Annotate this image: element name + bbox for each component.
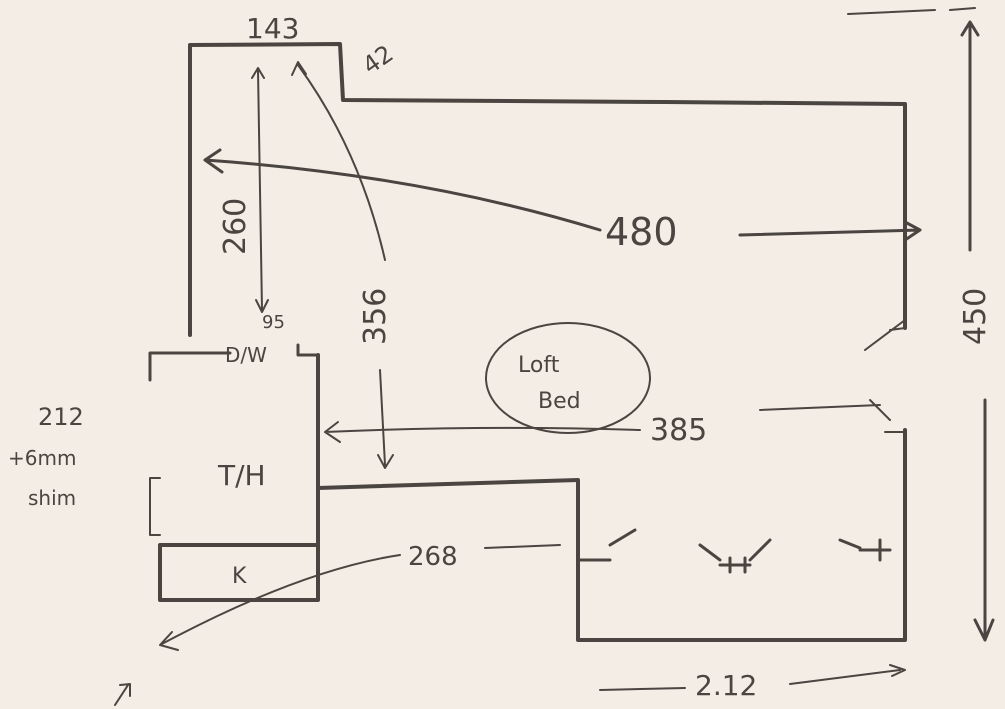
label-main-width: 480 <box>605 210 678 254</box>
label-left-note-2: +6mm <box>8 446 76 470</box>
label-lower-width: 268 <box>408 542 458 572</box>
label-dw: D/W <box>225 343 267 367</box>
outer-wall <box>158 42 907 642</box>
label-inner-height: 356 <box>358 288 393 345</box>
label-small-dim: 95 <box>262 312 285 333</box>
inner-height-arrow <box>291 61 394 469</box>
window-marks <box>864 319 906 433</box>
shim-bracket <box>149 477 161 536</box>
label-top-width: 143 <box>246 12 299 45</box>
overall-height-arrow <box>960 20 995 642</box>
main-width-arrow <box>203 148 922 242</box>
label-overall-height: 450 <box>958 288 993 345</box>
label-mid-width: 385 <box>650 413 707 448</box>
label-left-height: 260 <box>218 198 253 255</box>
label-bottom-width: 2.12 <box>695 669 757 702</box>
north-arrow <box>114 683 131 706</box>
label-left-note-1: 212 <box>38 403 84 431</box>
bottom-width-arrow <box>599 664 906 691</box>
bottom-openings <box>578 528 892 574</box>
entry-wall <box>148 343 320 382</box>
loft-bed-circle <box>485 322 651 434</box>
label-loft: Loft <box>518 353 560 378</box>
lower-width-arrow <box>159 544 561 651</box>
label-k: K <box>232 564 247 589</box>
top-scribble <box>847 7 976 15</box>
label-th: T/H <box>217 459 266 492</box>
left-height-arrow <box>251 67 269 313</box>
label-bed: Bed <box>538 389 581 414</box>
label-left-note-3: shim <box>28 486 76 510</box>
